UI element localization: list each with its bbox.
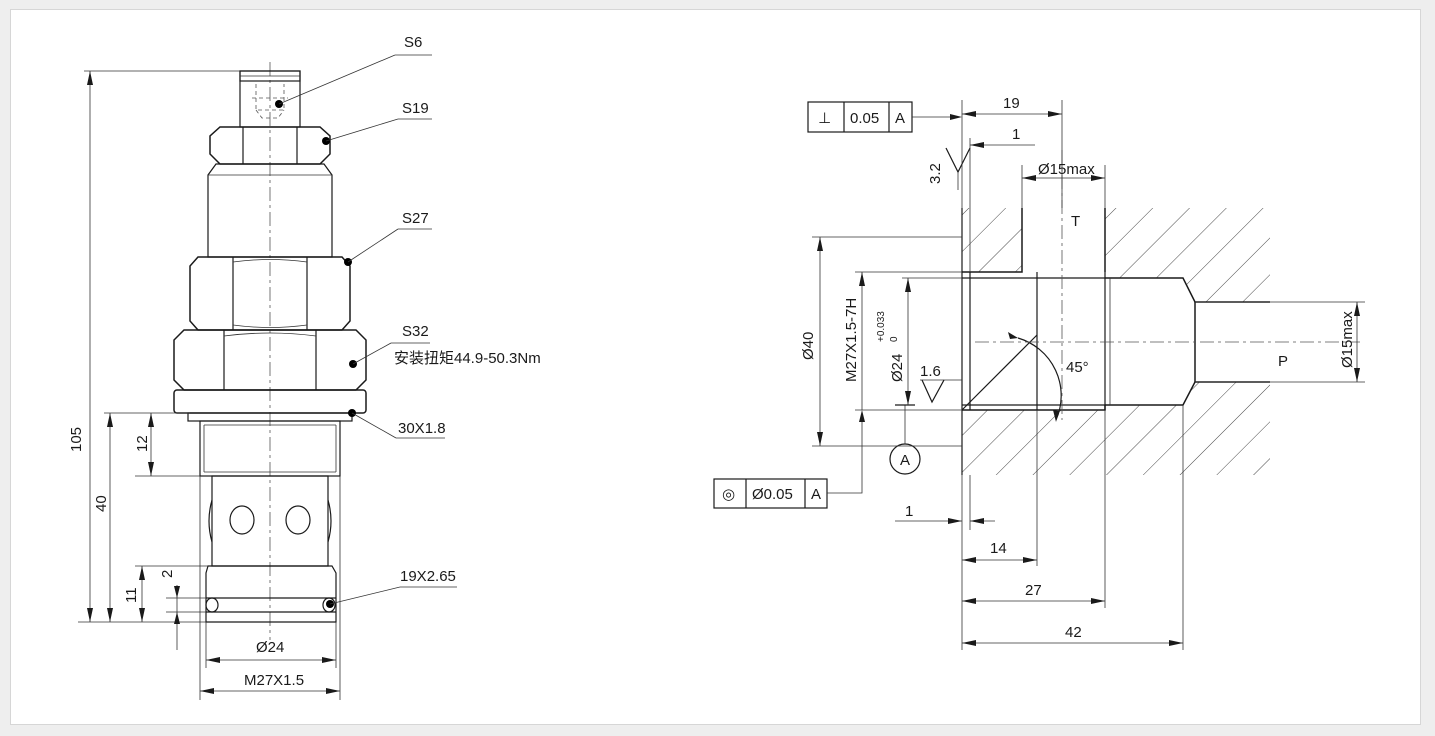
dim-diameter-24: Ø24 (256, 639, 284, 656)
port-t-label: T (1071, 213, 1080, 230)
roughness-bore: 1.6 (920, 363, 962, 404)
side-port-left (229, 505, 255, 535)
dim-2: 2 (159, 570, 176, 578)
conc-symbol: ◎ (722, 486, 735, 503)
datum-a: A (889, 404, 921, 475)
side-port-right (285, 505, 311, 535)
dim-19: 19 (1003, 95, 1020, 112)
callout-s27: S27 (402, 210, 429, 227)
conc-datum: A (811, 486, 821, 503)
dim-14: 14 (990, 540, 1007, 557)
dim-1-top: 1 (1012, 126, 1020, 143)
callout-s6: S6 (404, 34, 422, 51)
dim-27: 27 (1025, 582, 1042, 599)
dim-bore-24: Ø24 (889, 354, 906, 382)
roughness-top: 3.2 (927, 147, 971, 190)
callout-s32: S32 (402, 323, 429, 340)
dim-angle-45: 45° (1066, 359, 1089, 376)
dim-11: 11 (123, 587, 140, 603)
oring-lower-left (205, 597, 219, 613)
valve-drawing: S6 S19 S27 S32 安装扭矩44.9-50.3Nm 30X1.8 19… (68, 34, 541, 700)
cavity-drawing: T P 45° ⊥ 0.05 A ◎ Ø0.05 A (713, 95, 1365, 650)
callout-oring-upper: 30X1.8 (398, 420, 446, 437)
dim-1-bottom: 1 (905, 503, 913, 520)
cavity-hatching (962, 208, 1270, 475)
cavity-dimensions: 19 1 Ø15max Ø40 M27X1.5-7H (800, 95, 1365, 650)
perp-symbol: ⊥ (818, 110, 831, 127)
tolerance-frame-perpendicularity: ⊥ 0.05 A (807, 101, 962, 133)
dim-diameter-40: Ø40 (800, 332, 817, 360)
dim-40: 40 (93, 495, 110, 512)
dim-12: 12 (134, 435, 151, 452)
perp-value: 0.05 (850, 110, 879, 127)
dim-port-t-diameter: Ø15max (1038, 161, 1095, 178)
datum-a-label: A (900, 452, 910, 469)
port-p-label: P (1278, 353, 1288, 370)
callout-torque: 安装扭矩44.9-50.3Nm (394, 350, 541, 367)
valve-nose (205, 565, 337, 623)
callout-s19: S19 (402, 100, 429, 117)
dim-42: 42 (1065, 624, 1082, 641)
perp-datum: A (895, 110, 905, 127)
dim-thread-m27-7h: M27X1.5-7H (843, 298, 860, 382)
dim-thread-m27: M27X1.5 (244, 672, 304, 689)
valve-callouts: S6 S19 S27 S32 安装扭矩44.9-50.3Nm 30X1.8 19… (275, 34, 541, 608)
roughness-top-value: 3.2 (927, 163, 944, 184)
oring-lower-right (322, 597, 336, 613)
dim-bore-tol-upper: +0.033 (876, 311, 887, 342)
callout-oring-lower: 19X2.65 (400, 568, 456, 585)
valve-dimensions: 105 40 12 11 2 (68, 70, 341, 700)
tolerance-frame-concentricity: ◎ Ø0.05 A (713, 410, 865, 509)
conc-value: Ø0.05 (752, 486, 793, 503)
dim-bore-tol-lower: 0 (889, 336, 900, 342)
dim-105: 105 (68, 427, 85, 452)
dim-port-p-diameter: Ø15max (1339, 311, 1356, 368)
roughness-bore-value: 1.6 (920, 363, 941, 380)
drawing-sheet (10, 9, 1421, 725)
